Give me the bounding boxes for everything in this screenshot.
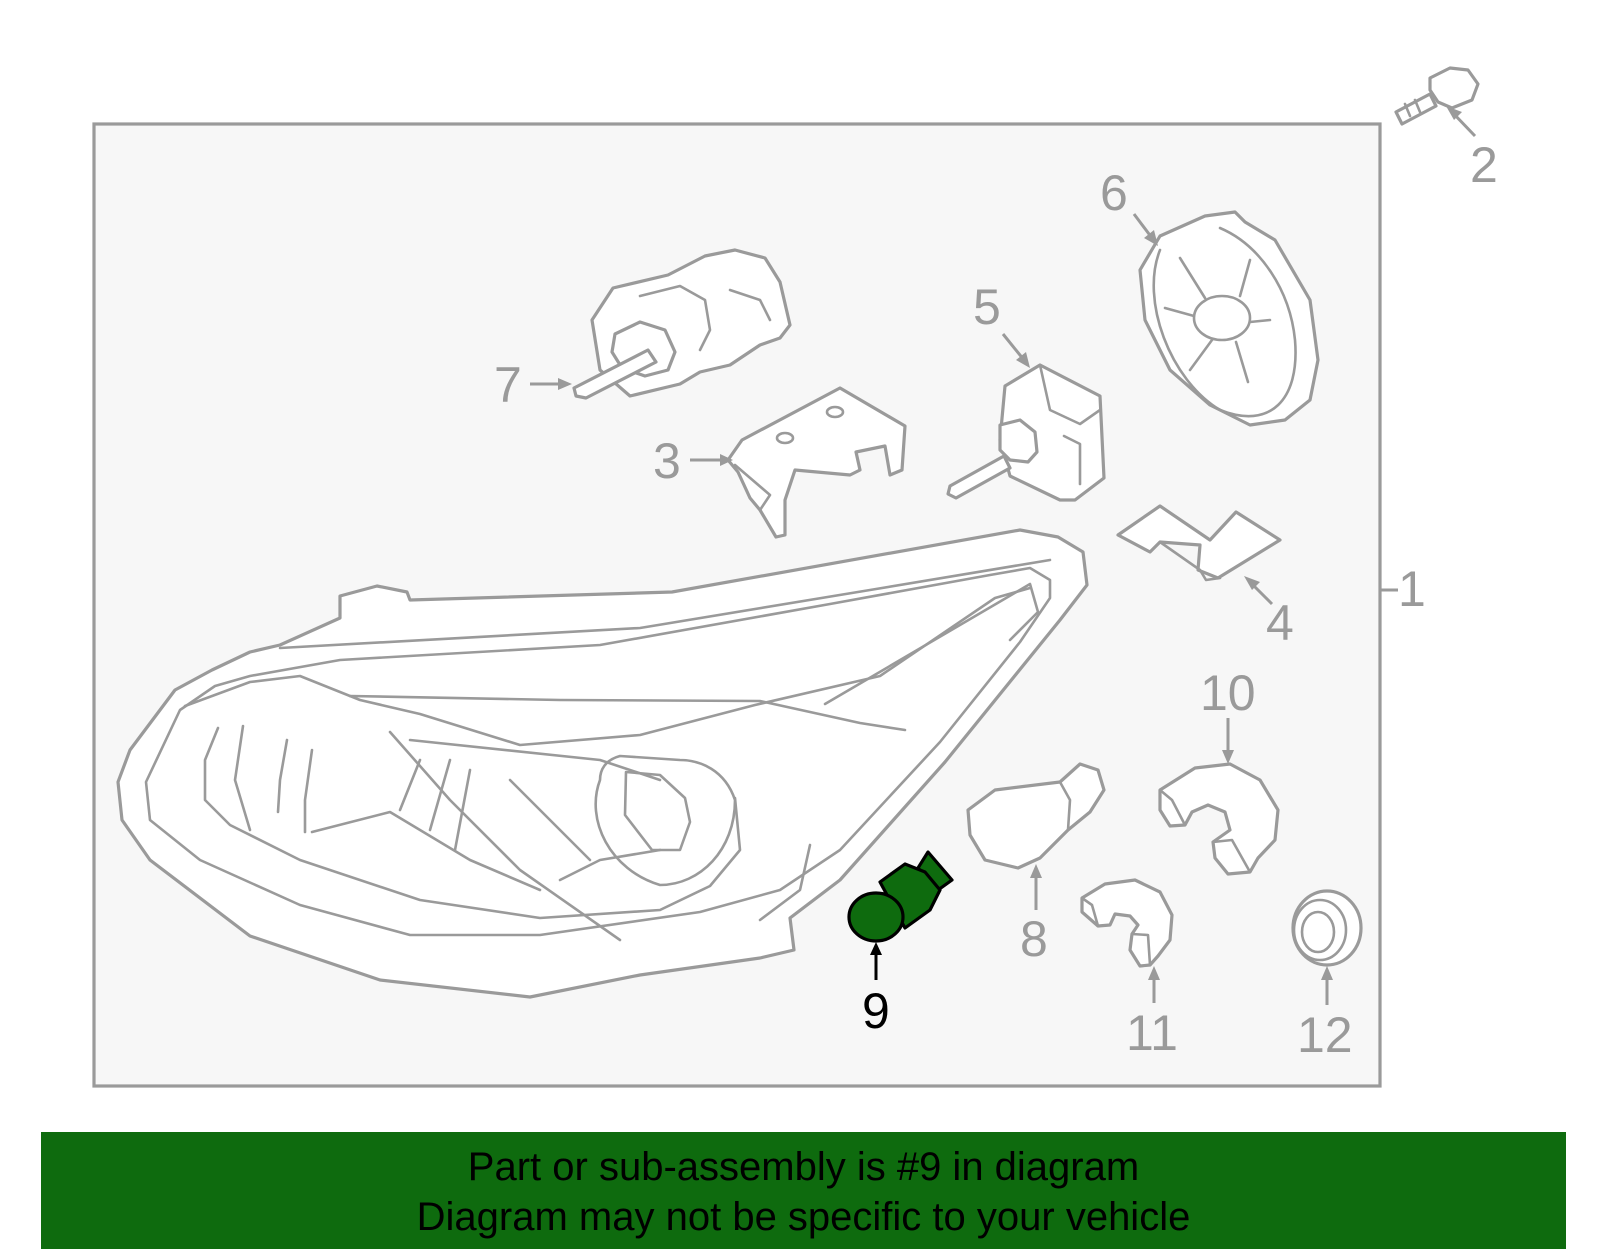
seal-part-10 (1158, 762, 1280, 876)
grommet-part-12 (1291, 889, 1363, 967)
callout-3: 3 (653, 433, 681, 489)
bulb-part-8 (966, 762, 1106, 870)
headlamp-assembly (116, 528, 1089, 999)
callout-5: 5 (973, 279, 1001, 335)
banner-line-disclaimer: Diagram may not be specific to your vehi… (416, 1195, 1191, 1239)
seal-part-11 (1080, 878, 1174, 968)
callout-labels: 1 2 3 4 5 6 7 8 9 10 11 12 (494, 137, 1498, 1063)
callout-6: 6 (1100, 165, 1128, 221)
callout-12: 12 (1297, 1007, 1353, 1063)
info-banner: Part or sub-assembly is #9 in diagram Di… (41, 1132, 1566, 1249)
banner-line-part-info: Part or sub-assembly is #9 in diagram (467, 1145, 1140, 1189)
bulb-part-5 (946, 363, 1106, 502)
highlighted-bulb-part-9 (847, 850, 954, 943)
callout-4: 4 (1266, 595, 1294, 651)
bracket-part (726, 386, 907, 539)
clip-part (1116, 504, 1282, 582)
callout-9-highlighted: 9 (862, 983, 890, 1039)
bulb-socket-part-7 (572, 248, 792, 400)
bolt-part (1394, 66, 1480, 126)
leader-lines (530, 106, 1477, 1005)
callout-2: 2 (1470, 137, 1498, 193)
callout-7: 7 (494, 357, 522, 413)
callout-10: 10 (1200, 665, 1256, 721)
dust-cover-part (1138, 210, 1320, 427)
callout-11: 11 (1126, 1005, 1178, 1061)
callout-1: 1 (1398, 561, 1426, 617)
callout-8: 8 (1020, 911, 1048, 967)
